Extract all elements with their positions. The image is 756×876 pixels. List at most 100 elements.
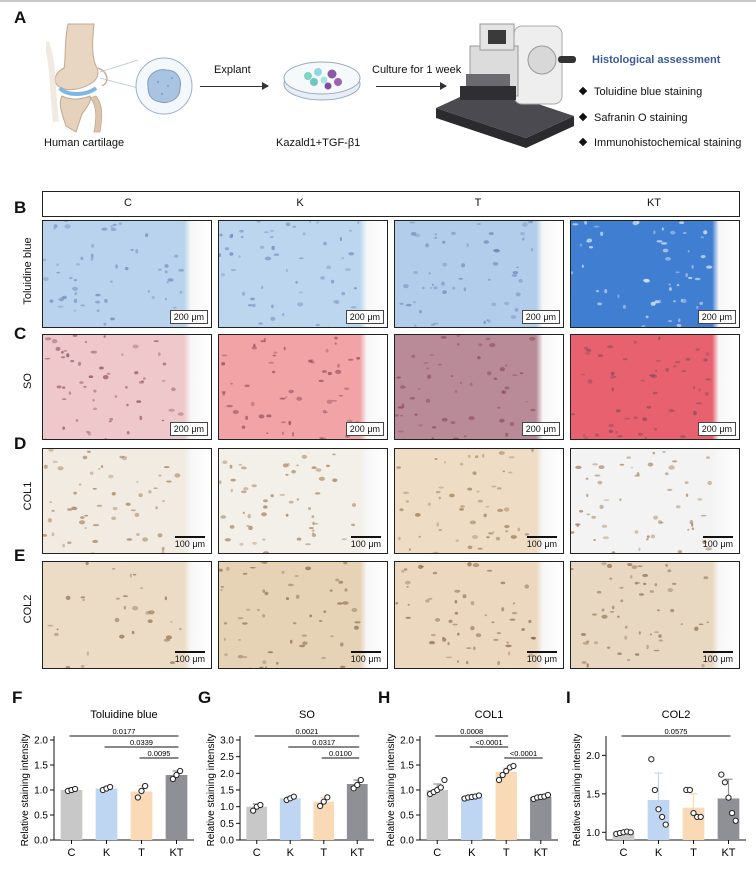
data-point [320,798,327,805]
y-tick-label: 1.5 [34,761,48,772]
x-tick-label: K [468,847,476,859]
bar-t [130,791,153,840]
panel-letter-i: I [566,688,571,707]
treatment-label: Kazald1+TGF-β1 [276,137,361,149]
row-label-col2: COL2 [22,594,34,624]
bar-k [95,788,118,840]
x-tick-label: KT [350,847,364,859]
data-point [138,787,145,795]
bar-kt [346,784,368,840]
bar-kt [530,797,552,840]
scale-bar-label: 100 μm [174,536,206,549]
y-tick-label: 1.0 [220,802,234,813]
y-tick-label: 1.0 [400,786,414,797]
micrograph-col1-kt: 100 μm [570,448,740,554]
y-tick-label: 1.5 [586,789,600,800]
assessment-item: Immunohistochemical staining [578,137,741,149]
data-point [686,786,694,794]
y-tick-label: 0.5 [34,811,48,822]
source-label: Human cartilage [44,137,125,149]
data-point [169,775,176,783]
y-tick-label: 2.0 [34,736,48,747]
bar-k [461,797,483,840]
data-point [495,776,503,784]
y-tick-label: 0.5 [220,819,234,830]
bar-c [60,790,83,840]
data-point [729,809,736,817]
micrograph-col1-k: 100 μm [218,448,388,554]
bar-c [246,806,268,840]
micrograph-col2-kt: 100 μm [570,561,740,669]
data-point [317,802,324,810]
x-tick-label: T [503,847,510,859]
p-value-label: 0.0177 [113,727,136,736]
bar-t [313,801,335,840]
x-tick-label: KT [169,847,183,859]
scale-bar-label: 200 μm [521,422,560,436]
scale-bar-label: 100 μm [526,536,558,549]
p-value-label: 0.0021 [296,727,319,736]
micrograph-tb-k: 200 μm [218,220,388,328]
micrograph-so-kt: 200 μm [570,334,740,440]
scale-bar-label: 100 μm [702,536,734,549]
step2-label: Culture for 1 week [372,64,462,76]
x-tick-label: C [68,847,76,859]
p-value-label: 0.0339 [130,738,153,747]
data-point [357,776,364,784]
y-tick-label: 1.0 [34,786,48,797]
data-point [354,781,361,789]
p-value-label: <0.0001 [510,749,537,758]
y-axis-label: Relative staining intensity [206,734,217,847]
data-point [690,809,697,817]
group-header-box [42,191,740,217]
group-label-k: K [296,197,304,209]
scale-bar-label: 100 μm [174,651,206,664]
data-point [257,801,264,809]
data-point [475,792,483,799]
panel-letter-b: B [14,198,27,217]
micrograph-col1-c: 100 μm [42,448,212,554]
data-point [718,771,725,778]
y-tick-label: 1.5 [220,786,234,797]
data-point [250,807,257,814]
x-tick-label: K [287,847,295,859]
scale-bar-label: 200 μm [169,310,208,324]
scale-bar-label: 100 μm [702,651,734,664]
data-point [662,821,669,828]
x-tick-label: T [320,847,327,859]
data-point [510,762,517,770]
x-tick-label: C [620,847,628,859]
data-point [697,813,704,821]
data-point [324,794,331,801]
x-tick-label: K [655,847,663,859]
row-label-toluidine: Toluidine blue [22,237,34,305]
scale-bar-label: 200 μm [345,310,384,324]
scale-bar-label: 200 μm [697,422,736,436]
row-label-so: SO [22,373,34,389]
bar-kt [717,798,740,840]
panel-letter-a: A [14,8,27,27]
data-point [499,771,506,779]
x-tick-label: C [253,847,261,859]
data-point [142,782,149,790]
panel-letter-f: F [12,688,23,707]
arrow-culture [376,82,447,90]
data-point [134,794,142,801]
chart-title: COL2 [662,709,691,721]
knee-joint-illustration [46,23,108,133]
x-tick-label: T [138,847,145,859]
micrograph-col2-k: 100 μm [218,561,388,669]
micrograph-so-t: 200 μm [394,334,564,440]
top-border [0,0,756,2]
y-tick-label: 1.0 [586,828,600,839]
micrograph-so-k: 200 μm [218,334,388,440]
data-point [290,793,297,800]
chart-title: COL1 [475,709,504,721]
data-point [659,813,666,821]
x-tick-label: C [433,847,441,859]
bar-c [426,790,448,840]
panel-letter-e: E [14,546,26,565]
